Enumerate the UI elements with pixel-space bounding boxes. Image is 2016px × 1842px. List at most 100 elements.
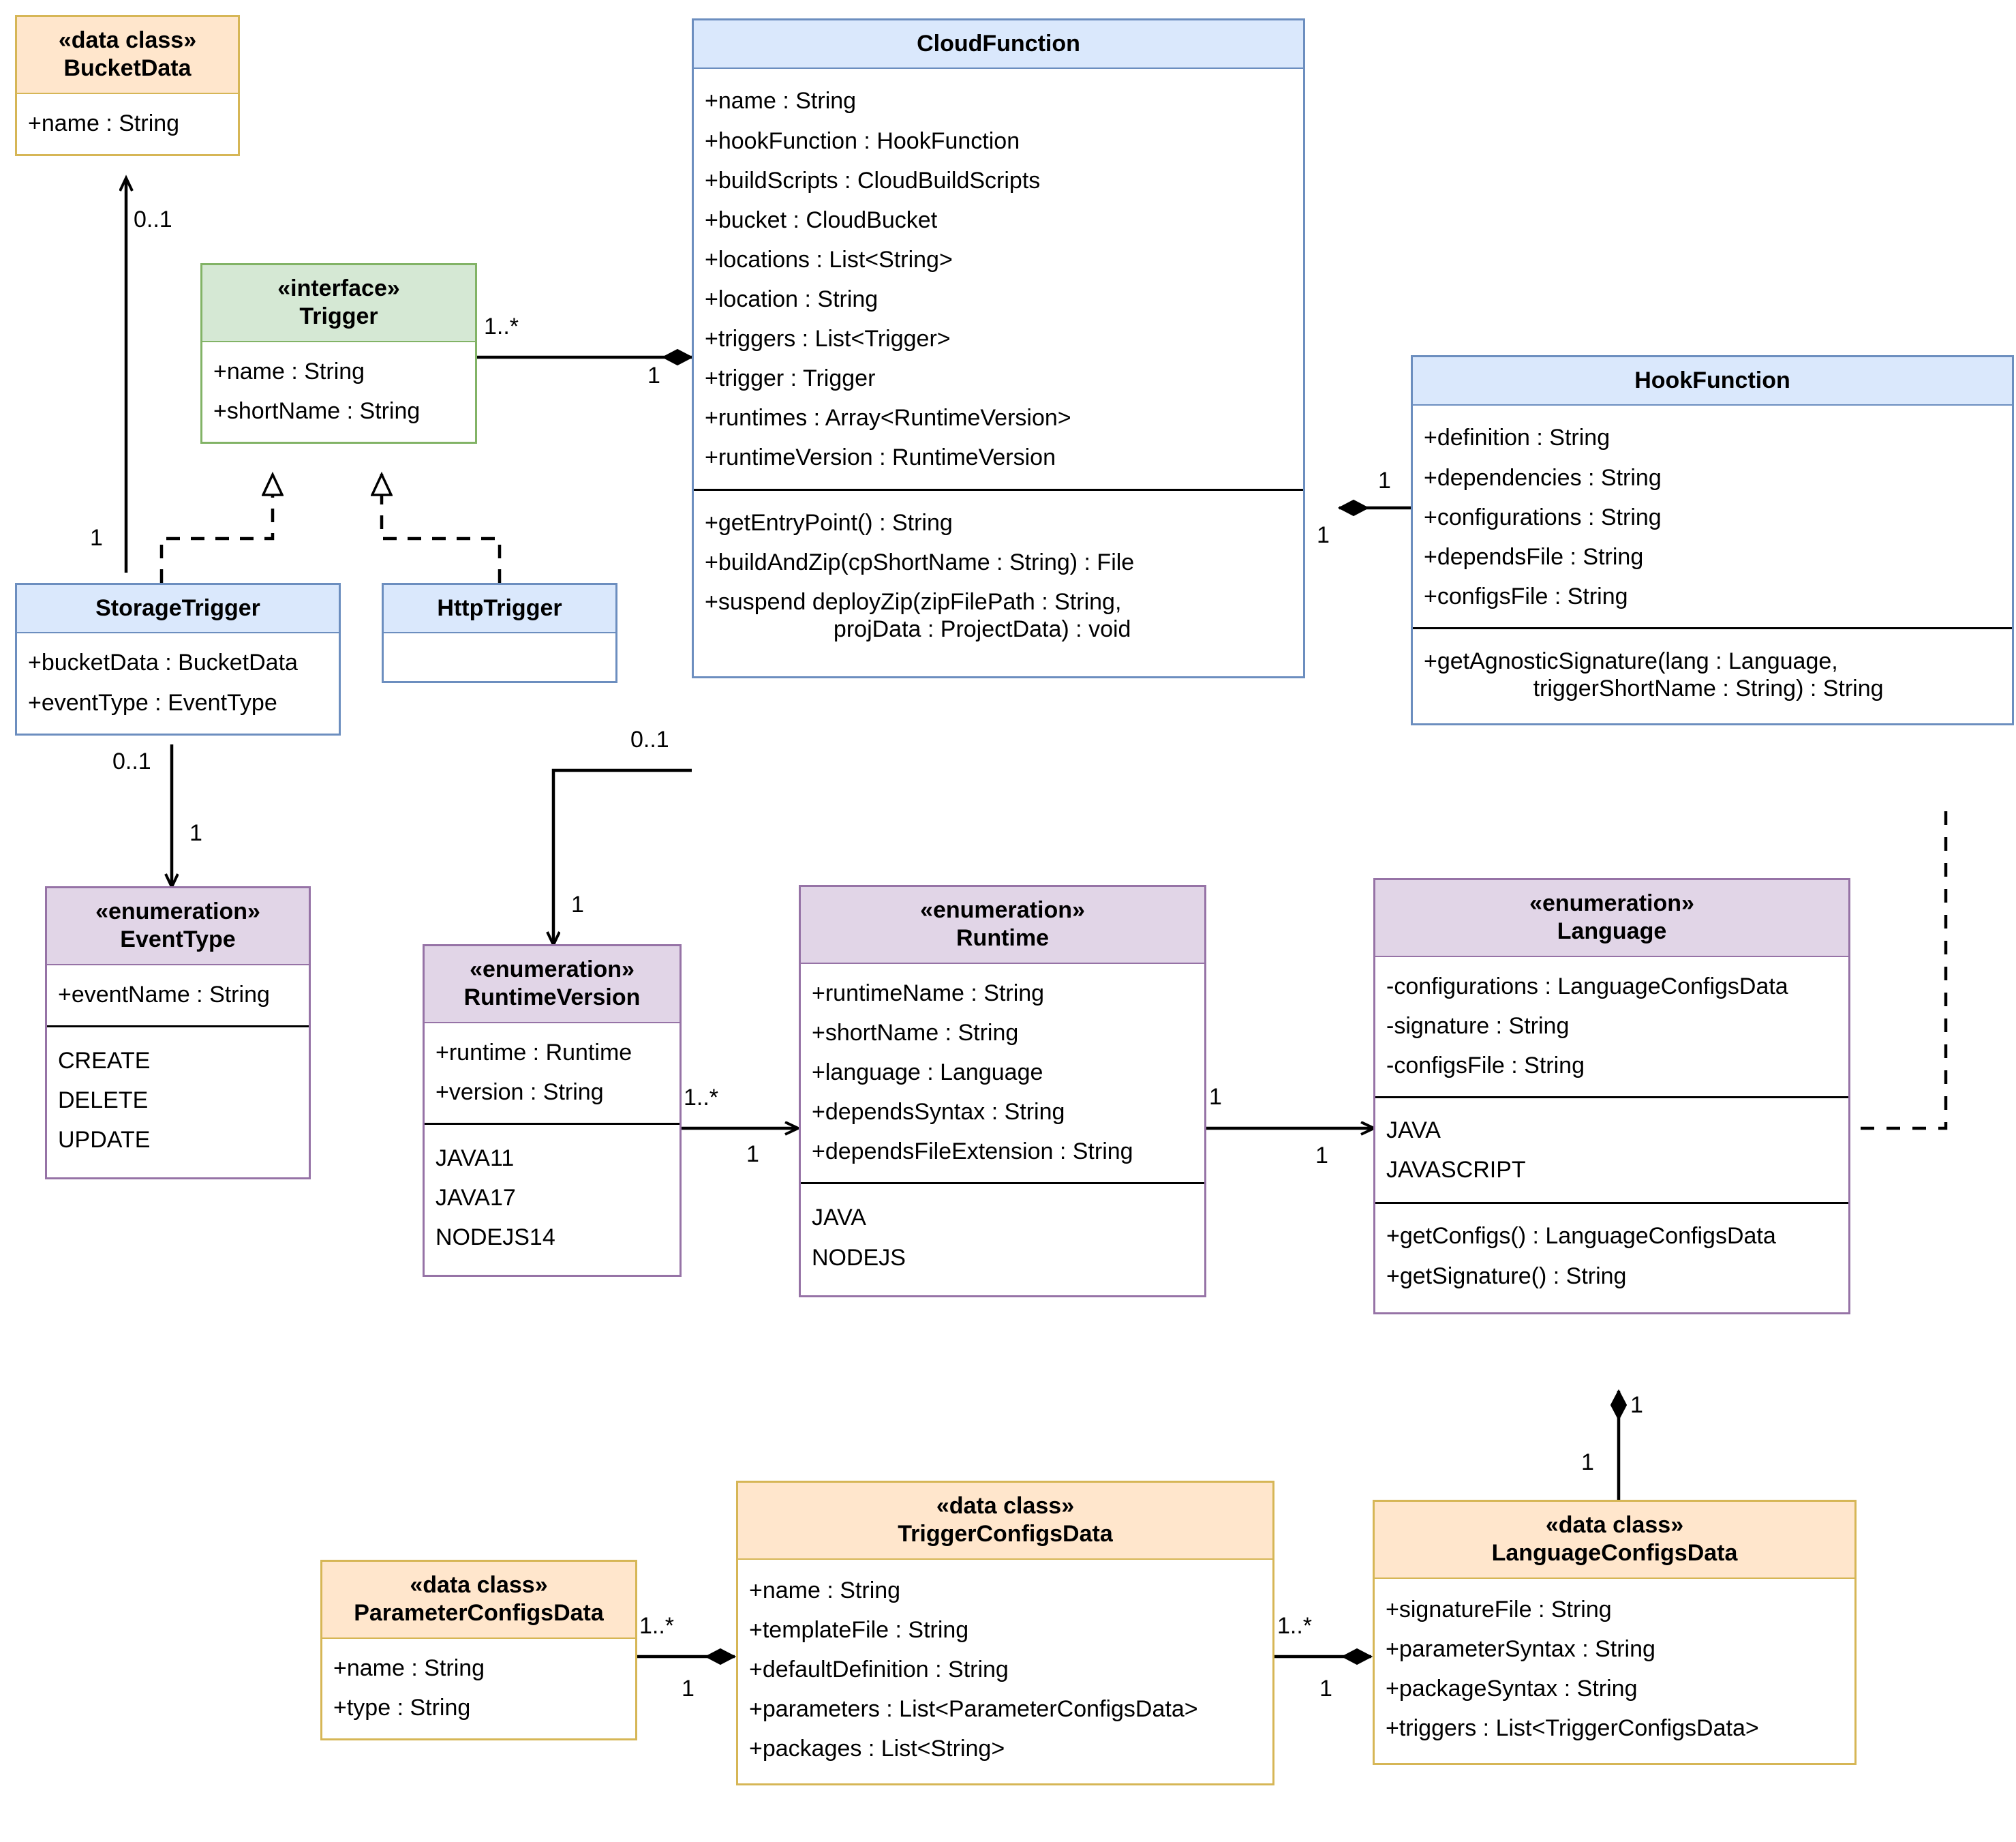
class-name-label: BucketData [63,55,192,82]
class-header-http-trigger: HttpTrigger [384,585,615,634]
class-header-trigger-configs-data: «data class» TriggerConfigsData [738,1483,1272,1560]
operations-compartment: +getConfigs() : LanguageConfigsData +get… [1375,1202,1848,1312]
enum-literal-row: JAVA11 [436,1145,515,1172]
attribute-row: +eventType : EventType [28,689,277,716]
operations-compartment: +getEntryPoint() : String +buildAndZip(c… [694,488,1303,676]
class-header-storage-trigger: StorageTrigger [17,585,339,634]
attribute-row: +definition : String [1424,425,1610,451]
attribute-row: -configurations : LanguageConfigsData [1386,973,1788,999]
class-box-cloud-function[interactable]: CloudFunction +name : String +hookFuncti… [692,18,1305,678]
class-header-hook-function: HookFunction [1413,357,2012,406]
attribute-row: +parameters : List<ParameterConfigsData> [749,1696,1198,1723]
attributes-compartment: +runtime : Runtime +version : String [425,1023,679,1123]
class-name-label: RuntimeVersion [463,984,641,1011]
literals-compartment: JAVA NODEJS [801,1182,1204,1295]
class-box-trigger-configs-data[interactable]: «data class» TriggerConfigsData +name : … [736,1481,1274,1786]
multiplicity-label: 1 [571,892,584,918]
attribute-row: +name : String [705,88,857,115]
class-header-bucket-data: «data class» BucketData [17,17,238,94]
attribute-row: +shortName : String [812,1020,1019,1046]
attribute-row: +signatureFile : String [1386,1596,1612,1622]
class-header-event-type: «enumeration» EventType [47,888,309,965]
class-header-runtime-version: «enumeration» RuntimeVersion [425,946,679,1023]
attribute-row: +dependsFile : String [1424,543,1644,570]
class-box-language-configs-data[interactable]: «data class» LanguageConfigsData +signat… [1373,1500,1857,1766]
attribute-row: +packages : List<String> [749,1736,1005,1762]
multiplicity-label: 1 [1630,1392,1643,1418]
class-box-runtime[interactable]: «enumeration» Runtime +runtimeName : Str… [799,885,1206,1297]
literals-compartment: JAVA JAVASCRIPT [1375,1096,1848,1202]
multiplicity-label: 1 [1581,1449,1594,1475]
attributes-compartment: +name : String +hookFunction : HookFunct… [694,69,1303,488]
class-name-label: StorageTrigger [95,595,260,621]
multiplicity-label: 1 [647,363,660,389]
multiplicity-label: 1 [189,820,202,846]
class-name-label: Language [1557,918,1667,945]
class-box-language[interactable]: «enumeration» Language -configurations :… [1373,878,1850,1314]
multiplicity-label: 0..1 [630,727,669,753]
attributes-compartment: +name : String [17,94,238,154]
class-name-label: Runtime [956,925,1049,952]
attributes-compartment: +name : String +type : String [322,1639,635,1738]
attribute-row: +runtimeVersion : RuntimeVersion [705,444,1056,471]
class-header-cloud-function: CloudFunction [694,20,1303,70]
multiplicity-label: 1 [682,1676,694,1702]
attribute-row: +shortName : String [213,398,421,425]
class-name-label: Trigger [299,303,378,330]
class-header-language-configs-data: «data class» LanguageConfigsData [1375,1502,1854,1579]
enum-literal-row: DELETE [58,1087,149,1114]
class-box-http-trigger[interactable]: HttpTrigger [382,583,617,684]
attribute-row: +triggers : List<TriggerConfigsData> [1386,1715,1759,1742]
enum-literal-row: JAVA [812,1205,866,1231]
class-name-label: CloudFunction [917,31,1080,57]
attribute-row: +bucketData : BucketData [28,650,298,676]
class-box-parameter-configs-data[interactable]: «data class» ParameterConfigsData +name … [320,1560,637,1741]
attributes-compartment: +bucketData : BucketData +eventType : Ev… [17,633,339,733]
class-box-trigger[interactable]: «interface» Trigger +name : String +shor… [200,263,477,444]
class-box-bucket-data[interactable]: «data class» BucketData +name : String [15,15,240,157]
attribute-row: +packageSyntax : String [1386,1676,1638,1702]
class-box-storage-trigger[interactable]: StorageTrigger +bucketData : BucketData … [15,583,341,736]
attribute-row: -configsFile : String [1386,1053,1585,1079]
class-box-runtime-version[interactable]: «enumeration» RuntimeVersion +runtime : … [423,944,682,1278]
attributes-compartment: +name : String +templateFile : String +d… [738,1560,1272,1784]
attribute-row: +runtime : Runtime [436,1039,632,1066]
attribute-row: +defaultDefinition : String [749,1657,1009,1683]
operation-row: +getEntryPoint() : String [705,509,953,536]
attributes-compartment: -configurations : LanguageConfigsData -s… [1375,957,1848,1096]
multiplicity-label: 1..* [639,1613,675,1639]
multiplicity-label: 1 [1209,1084,1222,1110]
attribute-row: +dependencies : String [1424,464,1662,491]
attribute-row: +version : String [436,1079,604,1106]
attribute-row: +buildScripts : CloudBuildScripts [705,167,1041,194]
attributes-compartment [384,633,615,681]
class-box-hook-function[interactable]: HookFunction +definition : String +depen… [1411,355,2014,726]
stereotype-label: «data class» [58,27,197,53]
attribute-row: +type : String [333,1695,471,1721]
class-name-label: EventType [120,926,236,953]
attribute-row: +templateFile : String [749,1617,969,1644]
attribute-row: +location : String [705,286,879,313]
attribute-row: +name : String [28,110,180,136]
operation-row: +getSignature() : String [1386,1263,1627,1289]
operations-compartment: +getAgnosticSignature(lang : Language, t… [1413,627,2012,723]
attribute-row: +triggers : List<Trigger> [705,326,951,352]
class-header-parameter-configs-data: «data class» ParameterConfigsData [322,1562,635,1639]
attributes-compartment: +eventName : String [47,965,309,1025]
class-header-trigger: «interface» Trigger [202,265,475,342]
stereotype-label: «enumeration» [95,899,260,924]
attribute-row: +hookFunction : HookFunction [705,127,1020,154]
multiplicity-label: 1 [90,525,103,551]
literals-compartment: JAVA11 JAVA17 NODEJS14 [425,1123,679,1275]
class-name-label: LanguageConfigsData [1491,1540,1738,1567]
multiplicity-label: 1 [1319,1676,1332,1702]
class-header-language: «enumeration» Language [1375,880,1848,957]
attribute-row: +name : String [333,1655,485,1681]
enum-literal-row: JAVA17 [436,1185,516,1211]
stereotype-label: «enumeration» [920,897,1085,923]
class-box-event-type[interactable]: «enumeration» EventType +eventName : Str… [45,886,311,1180]
operation-row: +getAgnosticSignature(lang : Language, t… [1424,648,1884,702]
attribute-row: +locations : List<String> [705,246,953,273]
multiplicity-label: 1 [1317,522,1330,548]
stereotype-label: «data class» [1545,1512,1684,1538]
